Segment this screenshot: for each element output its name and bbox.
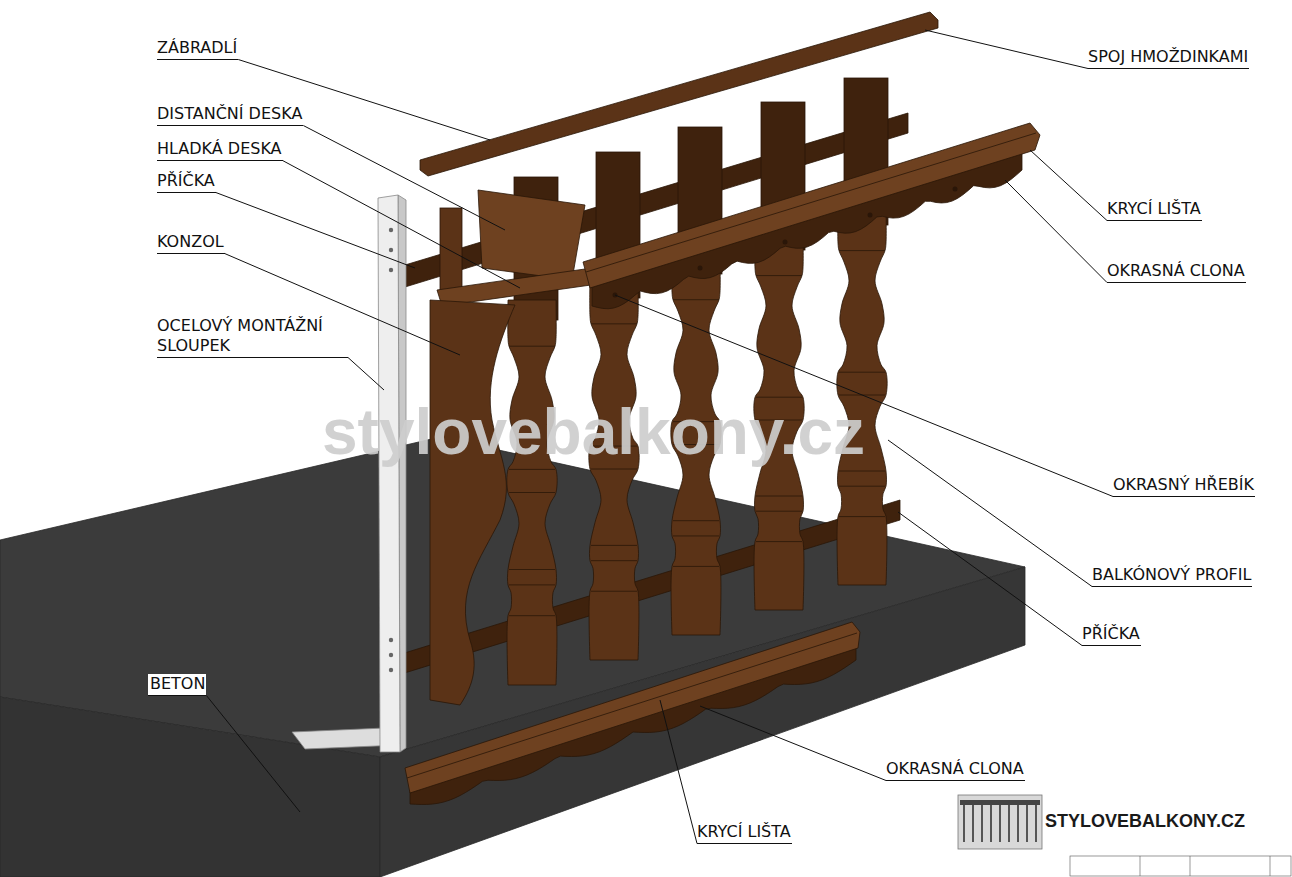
leader-line <box>615 295 1113 497</box>
baluster-band <box>591 545 637 546</box>
baluster-band <box>756 541 802 542</box>
baluster-band <box>591 323 637 324</box>
logo-baluster <box>1026 805 1028 842</box>
title-block-line <box>1190 856 1191 876</box>
leader-line <box>925 30 1088 69</box>
post-hole <box>389 268 393 272</box>
leader-line <box>303 126 505 231</box>
part-label: HLADKÁ DESKA <box>157 139 283 161</box>
baluster-band <box>673 520 719 521</box>
cover-strip-edge <box>586 133 1036 272</box>
leader-line <box>660 700 697 844</box>
part-label: PŘÍČKA <box>1082 624 1141 646</box>
title-block-line <box>1140 856 1141 876</box>
leader-line <box>888 440 1092 587</box>
logo-baluster <box>1035 805 1037 842</box>
logo-baluster <box>963 805 965 842</box>
baluster-band <box>756 511 802 512</box>
watermark: stylovebalkony.cz <box>322 400 865 464</box>
logo-rail <box>960 800 1040 805</box>
logo-baluster <box>972 805 974 842</box>
baluster-band <box>839 486 885 487</box>
baluster-band <box>756 397 802 398</box>
logo-baluster <box>981 805 983 842</box>
logo-baluster <box>990 805 992 842</box>
part-label: KONZOL <box>157 232 225 254</box>
part-label: PŘÍČKA <box>157 171 216 193</box>
title-block <box>1070 856 1291 876</box>
part-label: BALKÓNOVÝ PROFIL <box>1092 565 1252 587</box>
baluster <box>589 278 639 660</box>
part-label: OKRASNÁ CLONA <box>886 759 1025 781</box>
post-hole <box>389 248 393 252</box>
post-hole <box>389 638 393 642</box>
baluster <box>507 300 557 685</box>
logo-text: STYLOVEBALKONY.CZ <box>1045 811 1245 833</box>
decorative-nail <box>868 213 873 218</box>
baluster-band <box>509 346 555 347</box>
post-hole <box>389 653 393 657</box>
short-post <box>440 208 462 292</box>
decorative-nail <box>783 240 788 245</box>
leader-line <box>898 512 1082 646</box>
part-label: KRYCÍ LIŠTA <box>697 822 792 844</box>
leader-line <box>1030 150 1107 221</box>
logo-baluster <box>1008 805 1010 842</box>
leader-line <box>216 193 415 269</box>
baluster-band <box>591 591 637 592</box>
baluster-band <box>509 584 555 585</box>
leader-line <box>1005 180 1107 283</box>
baluster-band <box>673 566 719 567</box>
cover-strip <box>583 123 1040 288</box>
handrail <box>420 12 938 176</box>
part-label: OKRASNÁ CLONA <box>1107 261 1246 283</box>
steel-post <box>378 195 400 752</box>
cover-strip-edge <box>407 633 857 778</box>
leader-line <box>206 696 300 813</box>
decorative-nail <box>953 187 958 192</box>
baluster-band <box>756 496 802 497</box>
baluster-band <box>839 516 885 517</box>
leader-line <box>225 254 460 356</box>
baluster-band <box>839 471 885 472</box>
part-label: OKRASNÝ HŘEBÍK <box>1113 475 1255 497</box>
leader-line <box>283 161 520 289</box>
part-label: KRYCÍ LIŠTA <box>1107 199 1202 221</box>
baluster-band <box>509 492 555 493</box>
baluster-band <box>509 469 555 470</box>
slab-front <box>0 697 380 877</box>
distance-board <box>478 190 585 280</box>
logo-baluster <box>999 805 1001 842</box>
decorative-nail <box>698 266 703 271</box>
post-hole <box>389 668 393 672</box>
part-label: SPOJ HMOŽDINKAMI <box>1088 47 1249 69</box>
cover-strip <box>405 622 860 793</box>
part-label: DISTANČNÍ DESKA <box>157 104 303 126</box>
part-label: BETON <box>148 674 206 696</box>
leader-line <box>238 60 490 141</box>
baluster-band <box>509 569 555 570</box>
baluster-band <box>839 250 885 251</box>
logo-thumbnail <box>958 795 1042 849</box>
leader-line <box>348 358 384 391</box>
baluster-band <box>509 615 555 616</box>
post-hole <box>389 228 393 232</box>
baluster-band <box>591 560 637 561</box>
title-block-line <box>1270 856 1271 876</box>
part-label: ZÁBRADLÍ <box>157 38 238 60</box>
baluster-band <box>839 372 885 373</box>
baluster-band <box>673 535 719 536</box>
baluster-band <box>756 275 802 276</box>
baluster-band <box>673 299 719 300</box>
logo-baluster <box>1017 805 1019 842</box>
bracket <box>430 300 515 705</box>
leader-line <box>700 706 886 781</box>
baluster-band <box>591 469 637 470</box>
part-label: OCELOVÝ MONTÁŽNÍ SLOUPEK <box>157 316 348 358</box>
